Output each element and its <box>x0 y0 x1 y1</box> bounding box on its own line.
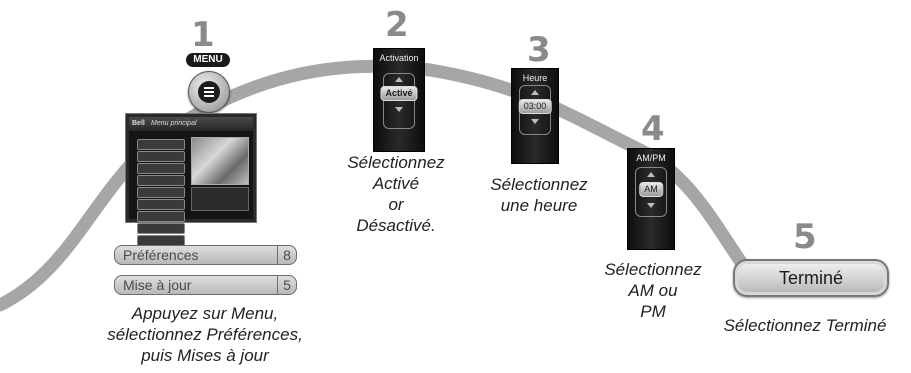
menu-item-label: Préférences <box>123 247 199 263</box>
up-arrow-icon[interactable] <box>395 77 403 82</box>
step-3-number: 3 <box>527 30 551 70</box>
menu-item-label: Mise à jour <box>123 277 192 293</box>
activation-panel: Activation Activé <box>373 48 425 152</box>
ampm-panel: AM/PM AM <box>627 148 675 250</box>
tv-info-box <box>191 187 249 211</box>
tv-header: Bell Menu principal <box>129 117 253 131</box>
step-5-number: 5 <box>793 217 817 257</box>
done-button[interactable]: Terminé <box>733 259 889 297</box>
step-4-number: 4 <box>641 109 665 149</box>
menu-item-mise-a-jour[interactable]: Mise à jour 5 <box>114 275 297 295</box>
step-1-caption: Appuyez sur Menu, sélectionnez Préférenc… <box>107 304 303 365</box>
ampm-value[interactable]: AM <box>639 182 663 197</box>
heure-value[interactable]: 03:00 <box>518 99 552 114</box>
tv-screenshot: Bell Menu principal <box>126 114 256 246</box>
activation-title: Activation <box>379 53 419 63</box>
tv-logo: Bell <box>132 120 145 127</box>
step-2-caption: Sélectionnez Activé or Désactivé. <box>347 153 445 235</box>
menu-item-preferences[interactable]: Préférences 8 <box>114 245 297 265</box>
down-arrow-icon[interactable] <box>531 119 539 124</box>
step-2-number: 2 <box>385 5 409 45</box>
menu-item-number: 8 <box>277 246 296 264</box>
menu-button-icon[interactable] <box>188 71 230 113</box>
tv-preview-image <box>191 137 249 185</box>
tv-title: Menu principal <box>151 120 197 127</box>
heure-title: Heure <box>522 73 548 83</box>
step-4-caption: Sélectionnez AM ou PM <box>604 260 702 321</box>
up-arrow-icon[interactable] <box>531 90 539 95</box>
step-5-caption: Sélectionnez Terminé <box>723 316 887 335</box>
down-arrow-icon[interactable] <box>647 203 655 208</box>
up-arrow-icon[interactable] <box>647 172 655 177</box>
activation-value[interactable]: Activé <box>380 86 418 101</box>
heure-panel: Heure 03:00 <box>511 68 559 164</box>
menu-item-number: 5 <box>277 276 296 294</box>
menu-label: MENU <box>186 53 230 67</box>
step-1-number: 1 <box>191 15 215 55</box>
tv-menu-list <box>137 139 185 247</box>
ampm-title: AM/PM <box>636 153 666 163</box>
down-arrow-icon[interactable] <box>395 107 403 112</box>
step-3-caption: Sélectionnez une heure <box>490 175 588 215</box>
